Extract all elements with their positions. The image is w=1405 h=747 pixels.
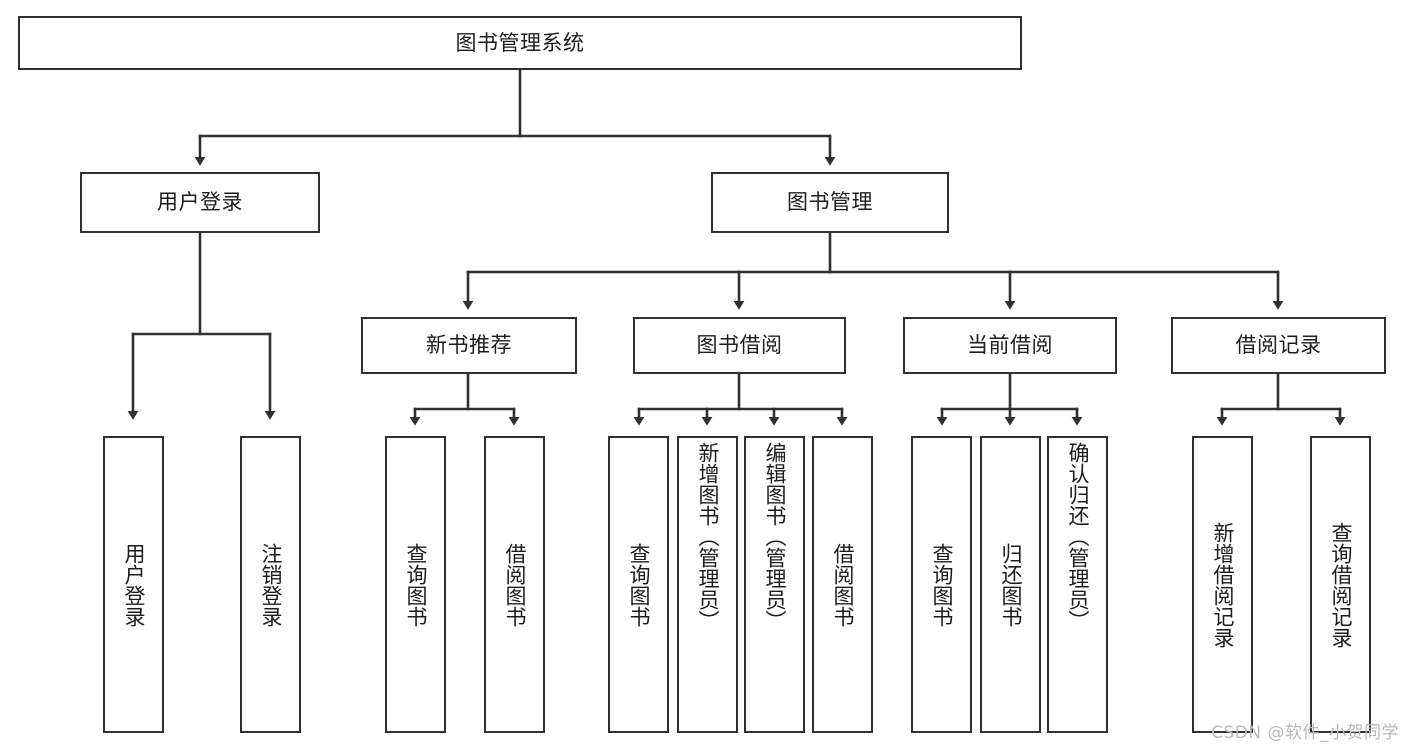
node-book-mgmt[interactable]: 图书管理 <box>711 172 949 233</box>
node-leaf-return-book-label: 归还图书 <box>998 542 1023 627</box>
node-current-borrow-label: 当前借阅 <box>967 333 1053 358</box>
watermark-text: CSDN @软件_小贺同学 <box>1211 723 1399 743</box>
node-borrow-record-label: 借阅记录 <box>1235 333 1322 358</box>
node-leaf-add-record-label: 新增借阅记录 <box>1210 521 1235 648</box>
node-leaf-add-record[interactable]: 新增借阅记录 <box>1192 436 1253 733</box>
node-leaf-borrow-book-2[interactable]: 借阅图书 <box>812 436 873 733</box>
node-leaf-edit-book[interactable]: 编辑图书（管理员） <box>744 436 805 733</box>
node-leaf-query-record-label: 查询借阅记录 <box>1328 521 1353 648</box>
node-leaf-query-book-2[interactable]: 查询图书 <box>608 436 669 733</box>
node-root[interactable]: 图书管理系统 <box>18 16 1022 70</box>
node-book-mgmt-label: 图书管理 <box>787 190 873 215</box>
node-leaf-query-book-3[interactable]: 查询图书 <box>911 436 972 733</box>
node-borrow-record[interactable]: 借阅记录 <box>1171 317 1386 374</box>
node-current-borrow[interactable]: 当前借阅 <box>903 317 1117 374</box>
node-leaf-borrow-book-1-label: 借阅图书 <box>502 542 527 627</box>
node-leaf-query-book-1-label: 查询图书 <box>403 542 428 627</box>
node-book-borrow[interactable]: 图书借阅 <box>633 317 846 374</box>
node-leaf-query-record[interactable]: 查询借阅记录 <box>1310 436 1371 733</box>
node-leaf-return-book[interactable]: 归还图书 <box>980 436 1041 733</box>
node-leaf-confirm-return-label: 确认归还（管理员） <box>1065 442 1090 631</box>
node-leaf-borrow-book-1[interactable]: 借阅图书 <box>484 436 545 733</box>
node-leaf-logout-label: 注销登录 <box>258 542 283 627</box>
node-leaf-user-login[interactable]: 用户登录 <box>103 436 164 733</box>
node-leaf-query-book-3-label: 查询图书 <box>929 542 954 627</box>
node-root-label: 图书管理系统 <box>455 30 585 55</box>
node-leaf-logout[interactable]: 注销登录 <box>240 436 301 733</box>
node-leaf-edit-book-label: 编辑图书（管理员） <box>762 442 787 631</box>
node-leaf-add-book[interactable]: 新增图书（管理员） <box>677 436 738 733</box>
node-leaf-confirm-return[interactable]: 确认归还（管理员） <box>1047 436 1108 733</box>
node-user-login[interactable]: 用户登录 <box>80 172 320 233</box>
node-leaf-borrow-book-2-label: 借阅图书 <box>830 542 855 627</box>
node-user-login-label: 用户登录 <box>157 190 243 215</box>
node-leaf-add-book-label: 新增图书（管理员） <box>695 442 720 631</box>
node-leaf-query-book-1[interactable]: 查询图书 <box>385 436 446 733</box>
node-new-book-rec[interactable]: 新书推荐 <box>361 317 577 374</box>
node-leaf-query-book-2-label: 查询图书 <box>626 542 651 627</box>
node-new-book-rec-label: 新书推荐 <box>426 333 512 358</box>
node-leaf-user-login-label: 用户登录 <box>121 542 146 627</box>
node-book-borrow-label: 图书借阅 <box>696 333 783 358</box>
